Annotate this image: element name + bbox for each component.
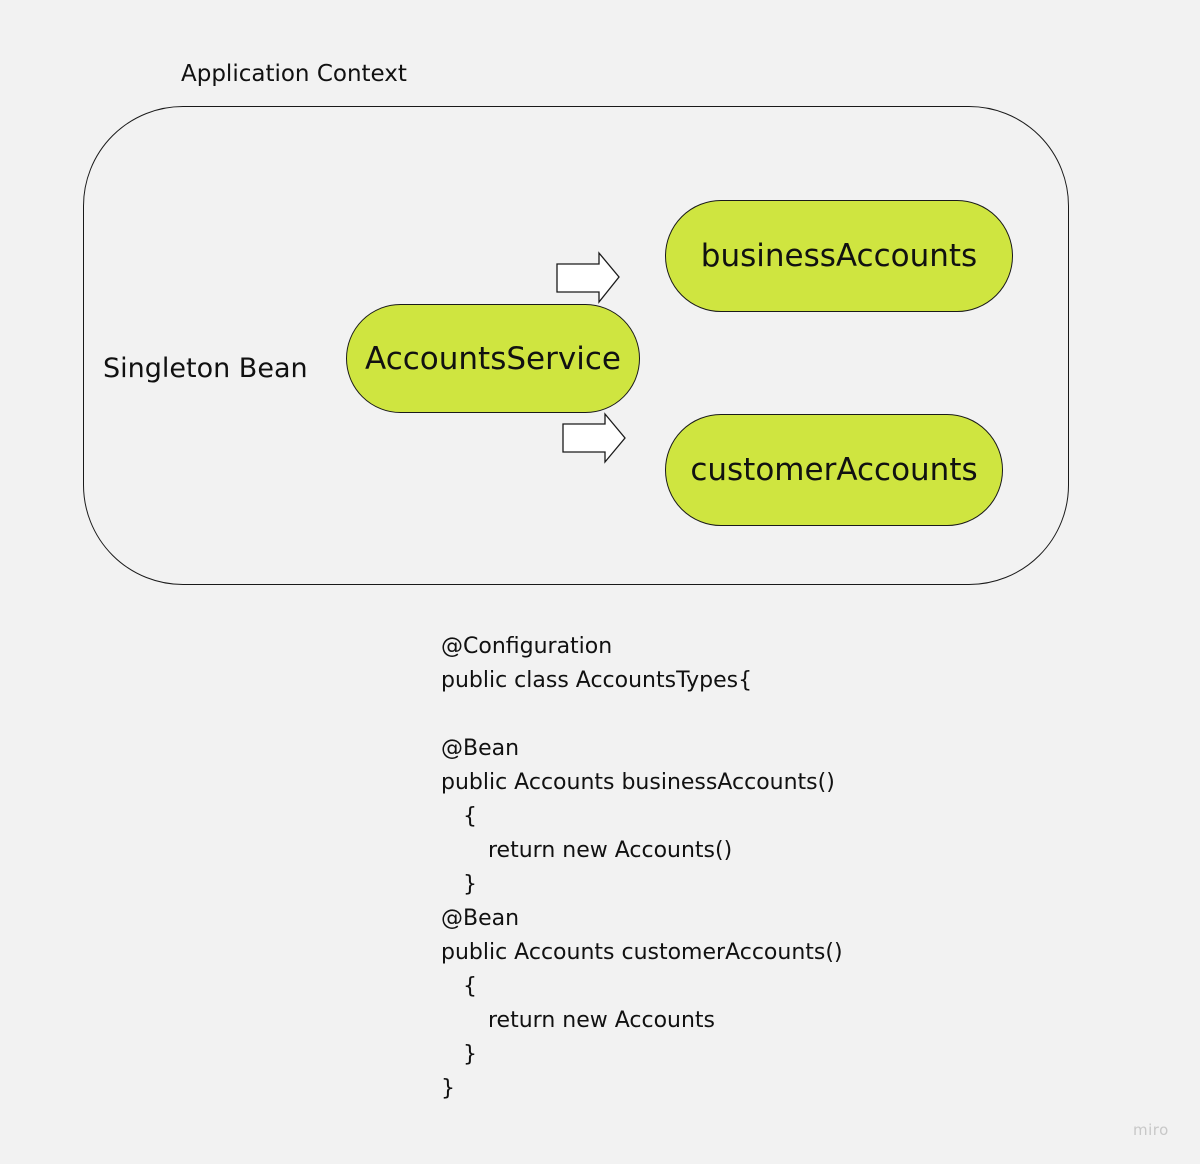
code-line: return new Accounts() — [488, 838, 733, 863]
accounts-service-node: AccountsService — [346, 304, 640, 413]
code-line: } — [463, 872, 477, 897]
code-line: public Accounts businessAccounts() — [441, 770, 835, 795]
code-line: @Bean — [441, 906, 520, 931]
application-context-label: Application Context — [181, 61, 407, 87]
code-line: { — [463, 804, 477, 829]
customer-accounts-node: customerAccounts — [665, 414, 1003, 526]
code-line: } — [463, 1042, 477, 1067]
miro-watermark: miro — [1133, 1121, 1169, 1139]
code-line: return new Accounts — [488, 1008, 716, 1033]
code-line — [441, 698, 843, 732]
business-accounts-label: businessAccounts — [700, 238, 978, 274]
code-line: @Bean — [441, 736, 520, 761]
singleton-bean-label: Singleton Bean — [103, 353, 308, 384]
business-accounts-node: businessAccounts — [665, 200, 1013, 312]
code-line: public class AccountsTypes{ — [441, 668, 753, 693]
customer-accounts-label: customerAccounts — [690, 452, 978, 488]
application-context-container — [83, 106, 1069, 585]
code-line: public Accounts customerAccounts() — [441, 940, 843, 965]
code-line: { — [463, 974, 477, 999]
code-line: } — [441, 1076, 455, 1101]
accounts-service-label: AccountsService — [365, 340, 621, 377]
arrow-to-customer-accounts — [562, 412, 626, 464]
arrow-to-business-accounts — [556, 251, 620, 304]
dependency-arrows — [556, 251, 626, 464]
code-line: @Configuration — [441, 634, 613, 659]
configuration-code-block: @Configuration public class AccountsType… — [441, 630, 843, 1106]
